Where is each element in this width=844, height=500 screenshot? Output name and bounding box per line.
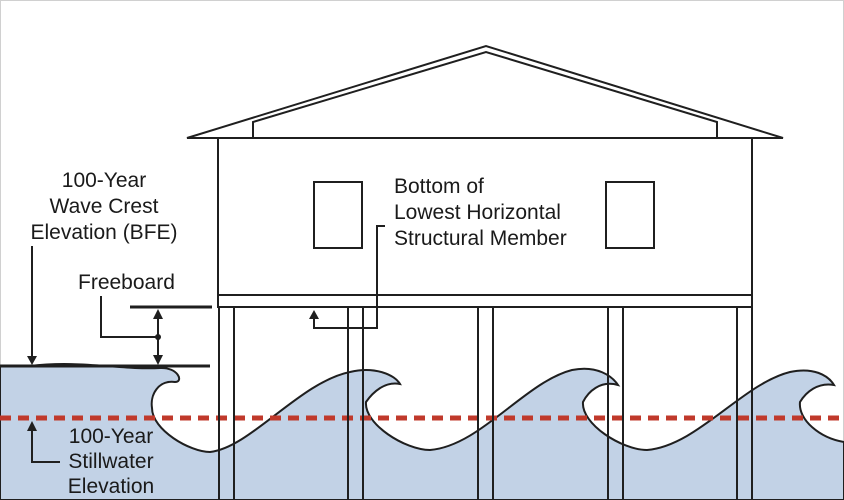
roof-inner-line: [252, 50, 718, 138]
wave-crest-label: 100-Year Wave Crest Elevation (BFE): [18, 168, 190, 246]
floor-beam: [217, 294, 753, 308]
piles: [218, 306, 753, 500]
wave-crest-line-1: 100-Year: [61, 169, 147, 192]
stillwater-line-2: Stillwater: [68, 450, 154, 473]
pile: [347, 306, 364, 500]
freeboard-arrow-up: [153, 309, 163, 319]
freeboard-label: Freeboard: [78, 271, 175, 294]
lowest-member-line-2: Lowest Horizontal: [394, 201, 561, 224]
lowest-member-line-1: Bottom of: [394, 175, 484, 198]
window-right: [605, 181, 655, 249]
wave-crest-line-2: Wave Crest: [49, 195, 159, 218]
water-waves: [0, 363, 844, 500]
pile: [736, 306, 753, 500]
pile: [607, 306, 624, 500]
stillwater-leader: [31, 430, 60, 463]
lowest-member-leader: [313, 225, 385, 329]
wave-crest-arrowhead: [27, 356, 37, 365]
stillwater-line-3: Elevation: [67, 475, 155, 498]
freeboard-arrow-down: [153, 355, 163, 365]
stillwater-label: 100-Year Stillwater Elevation: [58, 424, 164, 499]
pile: [477, 306, 494, 500]
stillwater-arrowhead: [27, 421, 37, 431]
lowest-member-line-3: Structural Member: [394, 227, 567, 250]
stillwater-line-1: 100-Year: [68, 425, 154, 448]
lowest-member-label: Bottom of Lowest Horizontal Structural M…: [394, 174, 567, 252]
pile: [218, 306, 235, 500]
lowest-member-arrowhead: [309, 310, 319, 319]
wave-crest-line-3: Elevation (BFE): [30, 221, 178, 244]
freeboard-leader: [100, 296, 158, 338]
window-left: [313, 181, 363, 249]
